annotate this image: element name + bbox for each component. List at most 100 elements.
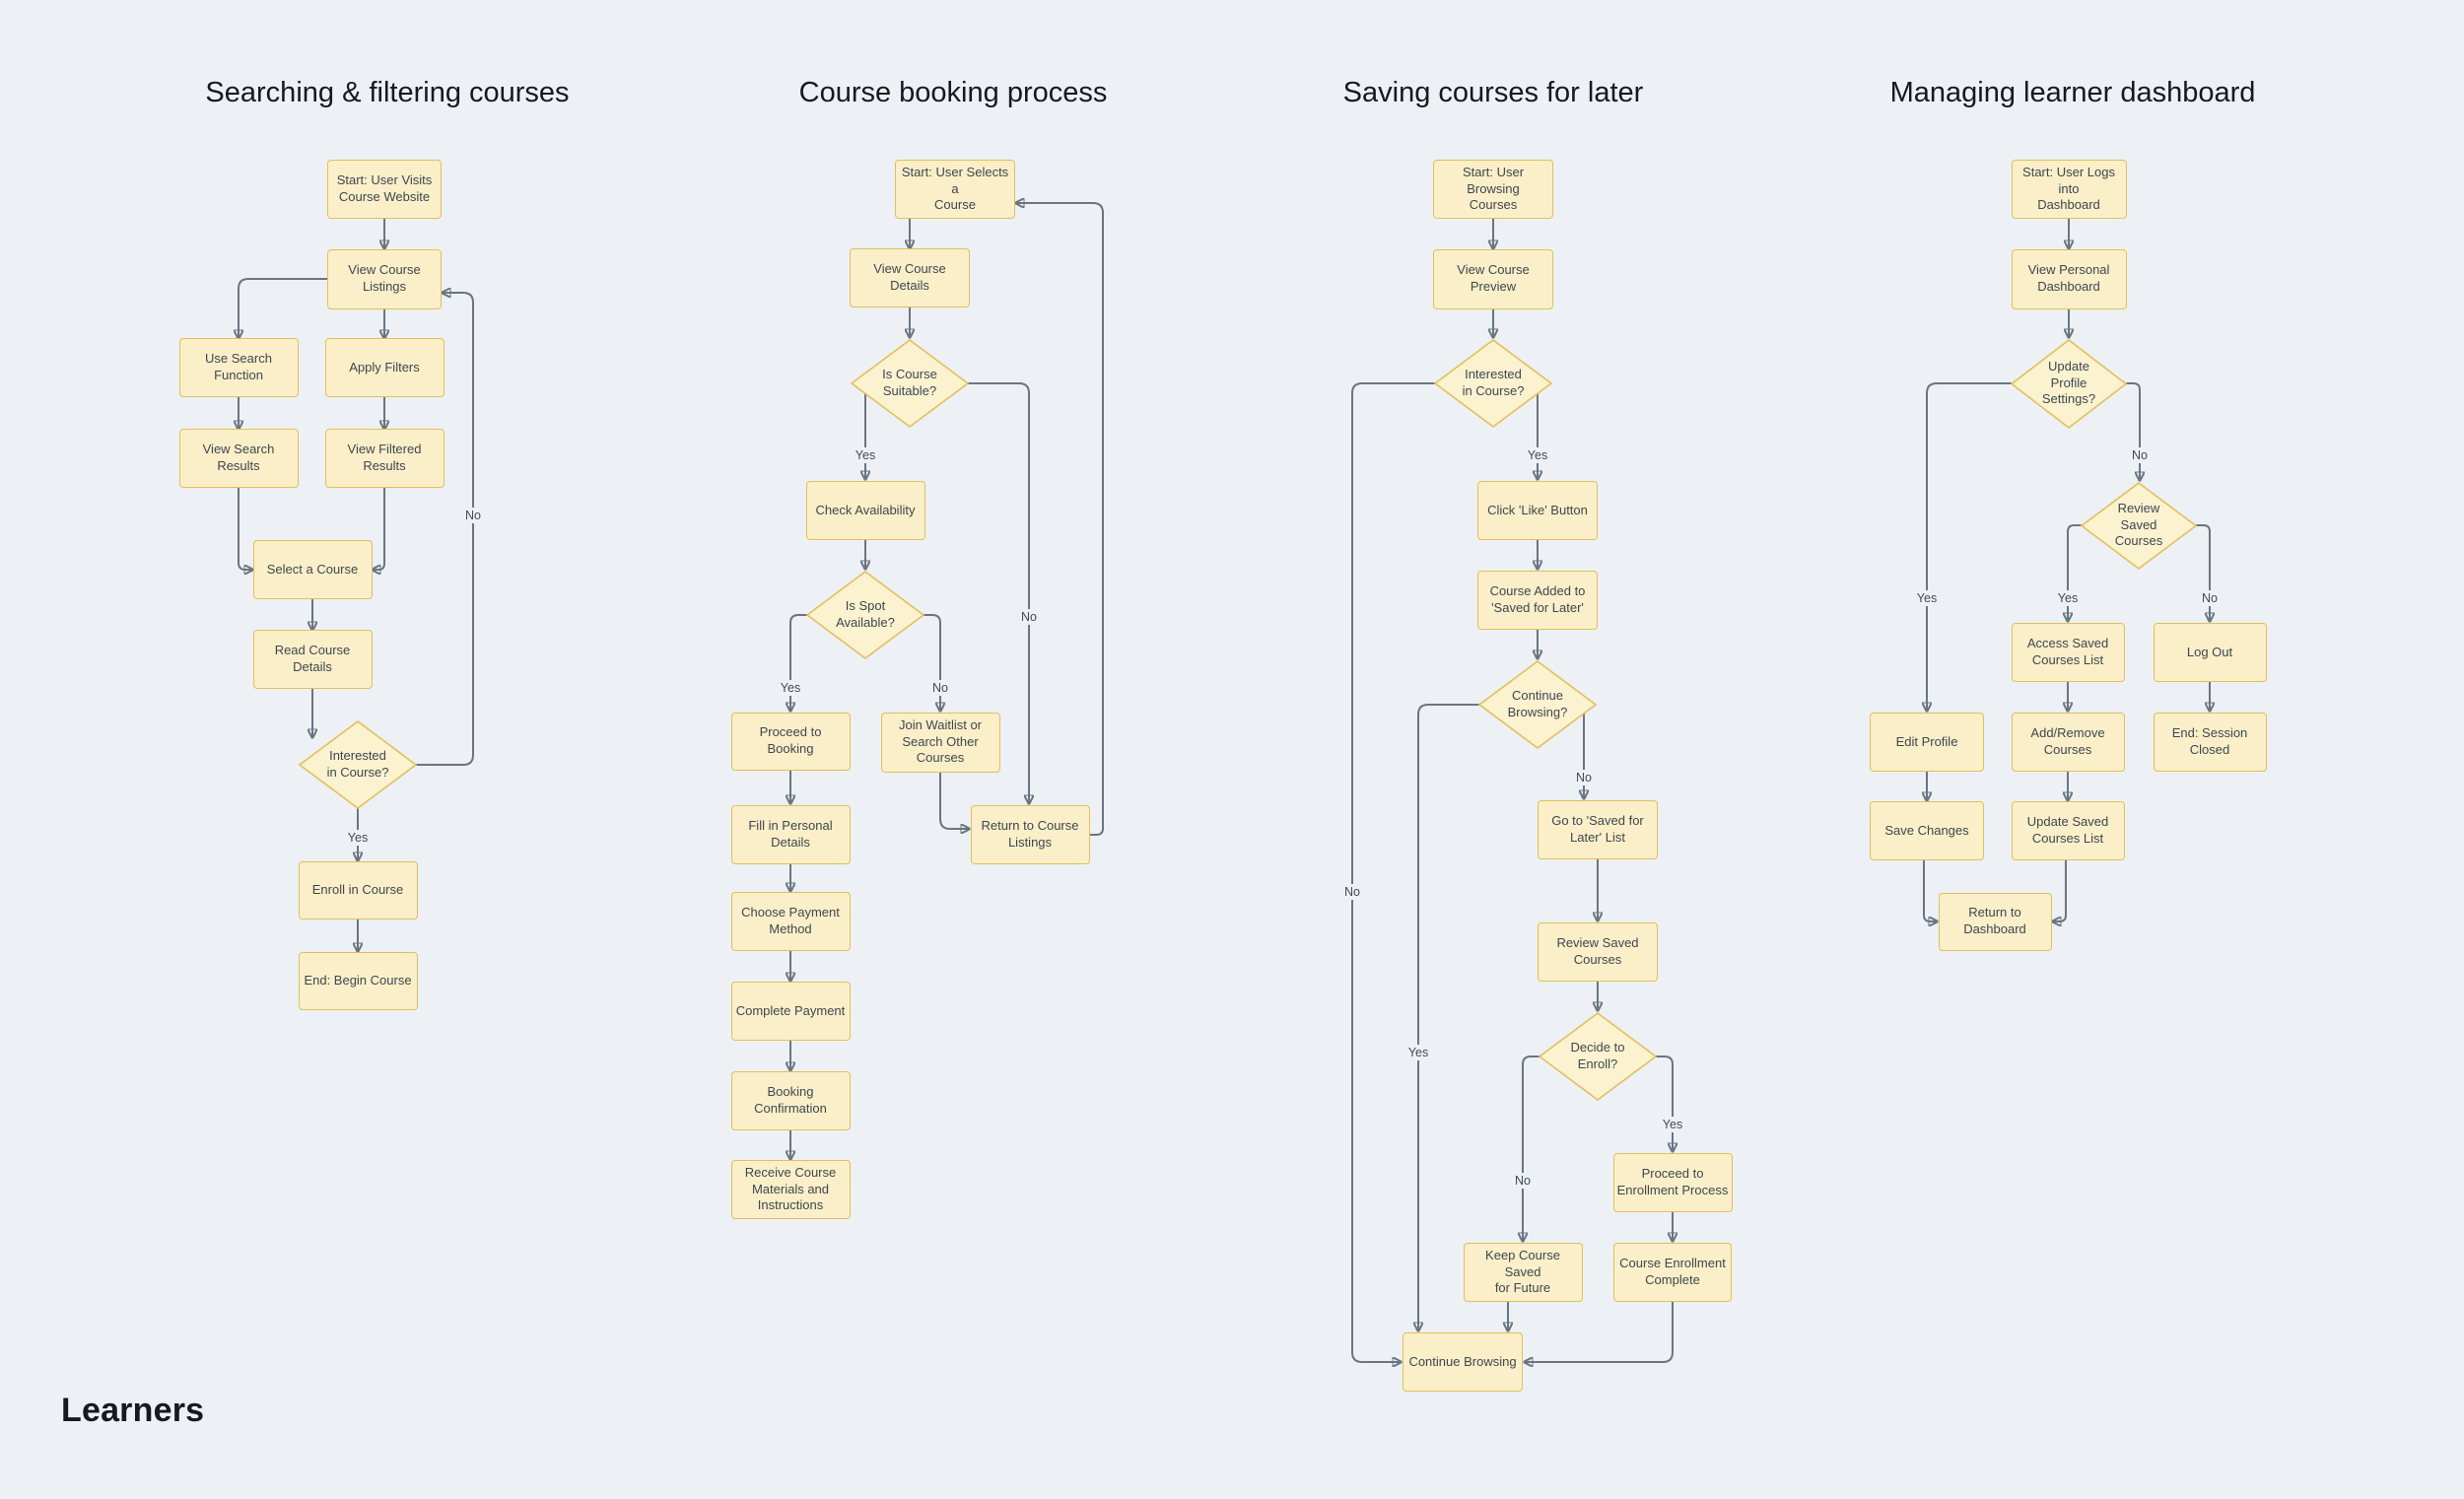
- flow-node-label: View Filtered Results: [347, 442, 422, 473]
- edge-label-no: No: [461, 508, 485, 523]
- flow-node-label: Is Course Suitable?: [882, 367, 937, 398]
- edge-join-waitlist-to-return-to-listings: [939, 772, 969, 829]
- flow-node-receive-materials: Receive Course Materials and Instruction…: [730, 1160, 851, 1219]
- flow-node-label: Review Saved Courses: [1556, 935, 1639, 967]
- flow-node-select-a-course: Select a Course: [252, 540, 373, 599]
- flow-node-access-saved-list: Access Saved Courses List: [2011, 623, 2125, 682]
- flow-node-label: Save Changes: [1884, 822, 1969, 838]
- flow-node-proceed-to-booking: Proceed to Booking: [730, 712, 851, 771]
- flow-node-label: Fill in Personal Details: [748, 818, 833, 850]
- edge-update-profile-settings-to-edit-profile: [1927, 382, 2012, 711]
- edge-label-yes: Yes: [2053, 590, 2083, 606]
- flow-title: Course booking process: [798, 77, 1108, 108]
- flow-node-label: Course Added to 'Saved for Later': [1489, 583, 1586, 615]
- flow-node-end-session-closed: End: Session Closed: [2153, 713, 2267, 772]
- flow-node-label: Go to 'Saved for Later' List: [1551, 813, 1644, 845]
- edge-enrollment-complete-to-continue-browsing: [1525, 1301, 1674, 1362]
- flow-node-enrollment-complete: Course Enrollment Complete: [1613, 1243, 1732, 1302]
- flow-node-read-course-details: Read Course Details: [252, 630, 373, 689]
- edge-save-changes-to-return-to-dashboard: [1923, 859, 1937, 921]
- flow-node-label: Receive Course Materials and Instruction…: [744, 1164, 837, 1213]
- edge-continue-browsing-q-to-continue-browsing: [1418, 704, 1479, 1330]
- flow-node-review-saved-courses-4: Review Saved Courses: [2081, 481, 2197, 570]
- flow-node-view-personal-dashboard: View Personal Dashboard: [2011, 248, 2127, 309]
- flow-node-complete-payment: Complete Payment: [730, 982, 851, 1041]
- flow-node-is-spot-available: Is Spot Available?: [806, 571, 924, 659]
- flow-node-interested-in-course: Interested in Course?: [299, 720, 417, 809]
- flow-node-label: View Search Results: [202, 442, 275, 473]
- flow-node-update-saved-list: Update Saved Courses List: [2011, 801, 2125, 860]
- flow-node-label: Start: User Browsing Courses: [1462, 164, 1525, 213]
- flow-node-label: Interested in Course?: [1462, 367, 1525, 398]
- edge-label-yes: Yes: [776, 680, 805, 696]
- diamond-shape: [851, 339, 969, 428]
- flow-node-label: End: Begin Course: [304, 972, 412, 988]
- flow-node-update-profile-settings: Update Profile Settings?: [2011, 338, 2127, 429]
- edge-label-no: No: [928, 680, 952, 696]
- edge-label-no: No: [2128, 447, 2152, 463]
- flow-node-label: Continue Browsing: [1408, 1353, 1517, 1369]
- flow-node-label: Review Saved Courses: [2114, 500, 2163, 549]
- edge-label-no: No: [1017, 609, 1041, 625]
- flow-node-apply-filters: Apply Filters: [324, 338, 445, 397]
- flow-node-label: Start: User Visits Course Website: [336, 172, 433, 204]
- flow-node-interested-in-course-3: Interested in Course?: [1434, 339, 1552, 428]
- edge-is-spot-available-to-join-waitlist: [924, 614, 940, 711]
- edge-interested-in-course-to-view-course-listings: [416, 293, 474, 766]
- edge-is-course-suitable-to-return-to-listings: [968, 382, 1029, 803]
- flow-node-start-browsing: Start: User Browsing Courses: [1433, 160, 1553, 219]
- flow-node-label: Complete Payment: [735, 1002, 846, 1018]
- flow-node-label: View Personal Dashboard: [2027, 262, 2110, 294]
- diamond-shape: [1434, 339, 1552, 428]
- flow-node-continue-browsing-q: Continue Browsing?: [1478, 660, 1597, 749]
- flow-node-decide-to-enroll: Decide to Enroll?: [1539, 1012, 1657, 1101]
- flow-node-label: End: Session Closed: [2171, 725, 2248, 757]
- flow-node-label: Log Out: [2186, 644, 2233, 659]
- edge-label-yes: Yes: [851, 447, 880, 463]
- flow-node-proceed-enrollment: Proceed to Enrollment Process: [1612, 1153, 1733, 1212]
- edge-review-saved-courses-4-to-log-out: [2196, 524, 2210, 621]
- edge-review-saved-courses-4-to-access-saved-list: [2068, 524, 2082, 621]
- flow-node-view-course-details: View Course Details: [850, 248, 970, 307]
- flow-node-label: Booking Confirmation: [754, 1084, 827, 1116]
- edge-is-spot-available-to-proceed-to-booking: [790, 614, 807, 711]
- flow-node-label: Edit Profile: [1895, 733, 1958, 749]
- edge-label-no: No: [1511, 1173, 1535, 1189]
- flow-node-label: Start: User Logs into Dashboard: [2022, 164, 2115, 213]
- flow-node-return-to-listings: Return to Course Listings: [970, 805, 1090, 864]
- flow-node-label: Choose Payment Method: [741, 905, 840, 936]
- flow-node-join-waitlist: Join Waitlist or Search Other Courses: [880, 712, 1000, 773]
- flow-node-label: Proceed to Booking: [759, 724, 822, 756]
- flow-node-save-changes: Save Changes: [1870, 801, 1984, 860]
- flow-node-is-course-suitable: Is Course Suitable?: [851, 339, 969, 428]
- diamond-shape: [2011, 338, 2127, 429]
- diamond-shape: [1478, 660, 1597, 749]
- flow-node-label: Course Enrollment Complete: [1619, 1256, 1726, 1287]
- flow-node-label: Enroll in Course: [311, 881, 404, 897]
- flow-node-keep-course-saved: Keep Course Saved for Future: [1463, 1243, 1583, 1302]
- flow-node-label: View Course Listings: [348, 262, 421, 294]
- flow-node-label: Start: User Selects a Course: [901, 164, 1009, 213]
- flow-node-choose-payment-method: Choose Payment Method: [730, 892, 851, 951]
- flow-node-view-filtered-results: View Filtered Results: [324, 429, 445, 488]
- edge-label-no: No: [1572, 770, 1596, 785]
- flow-node-fill-personal-details: Fill in Personal Details: [730, 805, 851, 864]
- edge-interested-in-course-3-to-continue-browsing: [1351, 382, 1435, 1362]
- flow-node-label: Interested in Course?: [326, 748, 389, 780]
- edge-label-no: No: [1340, 884, 1364, 900]
- flow-node-goto-saved-list: Go to 'Saved for Later' List: [1538, 800, 1658, 859]
- edge-label-yes: Yes: [1912, 590, 1942, 606]
- group-label-learners: Learners: [61, 1392, 205, 1429]
- flow-node-label: Use Search Function: [205, 351, 272, 382]
- flow-node-label: Access Saved Courses List: [2026, 636, 2109, 667]
- edge-decide-to-enroll-to-proceed-enrollment: [1656, 1056, 1673, 1151]
- edge-label-yes: Yes: [343, 830, 373, 846]
- flow-node-label: Return to Dashboard: [1963, 905, 2026, 936]
- edge-label-yes: Yes: [1523, 447, 1552, 463]
- flow-node-label: View Course Preview: [1457, 262, 1530, 294]
- flow-node-edit-profile: Edit Profile: [1870, 713, 1984, 772]
- edge-view-filtered-results-to-select-a-course: [373, 487, 385, 570]
- edge-view-course-listings-to-use-search-function: [239, 278, 328, 338]
- flow-node-review-saved-courses: Review Saved Courses: [1538, 922, 1658, 982]
